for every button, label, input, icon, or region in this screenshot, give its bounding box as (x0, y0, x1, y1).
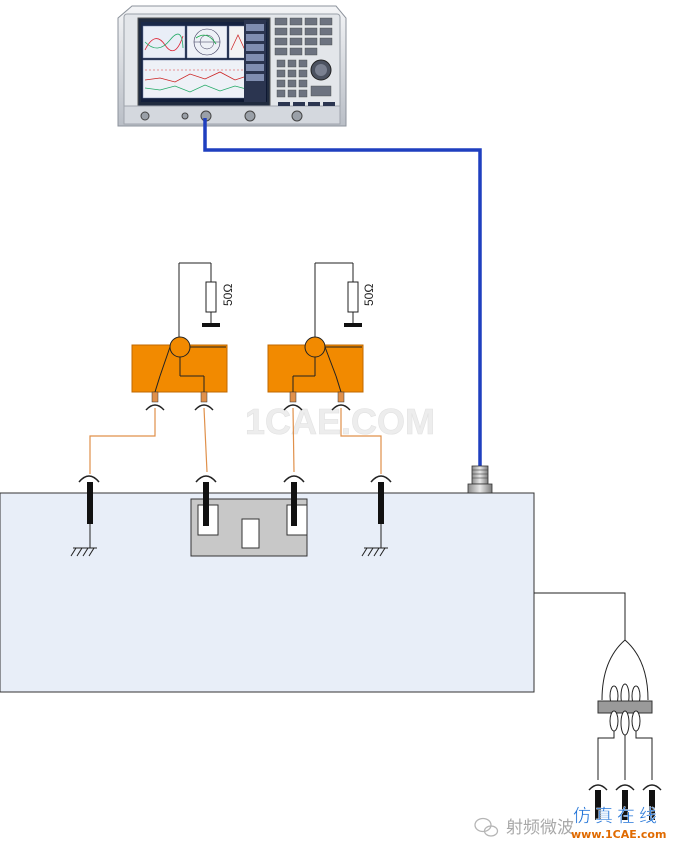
rotary-knob-icon (310, 59, 332, 81)
output-wire (534, 592, 626, 640)
analyzer-keypad (274, 17, 333, 98)
balun-module-left: 50Ω (131, 262, 235, 411)
fixture-block (190, 498, 308, 557)
resistor-value-label: 50Ω (221, 284, 235, 306)
watermark-text: 1CAE.COM (245, 401, 435, 442)
network-analyzer (117, 5, 347, 127)
resistor-icon (205, 281, 217, 313)
sma-connector-icon (467, 465, 493, 494)
probe-left-ground (70, 475, 100, 557)
port-connector-icon (140, 110, 303, 122)
wechat-account-text: 射频微波 (506, 818, 574, 838)
probe-inner-left (195, 475, 217, 526)
badge-url-text: www.1CAE.com (571, 828, 666, 841)
badge-title-text: 仿真在线 (573, 806, 661, 827)
ground-icon (70, 547, 97, 557)
probe-inner-right (283, 475, 305, 526)
ground-icon (361, 547, 388, 557)
wechat-footer: 射频微波 (474, 817, 574, 838)
resistor-icon (347, 281, 359, 313)
balun-module-right: 50Ω (267, 262, 376, 411)
wechat-icon (474, 817, 499, 837)
probe-wires (89, 407, 382, 474)
triple-probe-assembly (588, 639, 662, 820)
instrument-cable (203, 118, 482, 466)
resistor-value-label: 50Ω (362, 284, 376, 306)
probe-right-ground (361, 475, 392, 557)
site-badge: 仿真在线 www.1CAE.com (571, 806, 666, 841)
softkey-column (244, 20, 266, 102)
